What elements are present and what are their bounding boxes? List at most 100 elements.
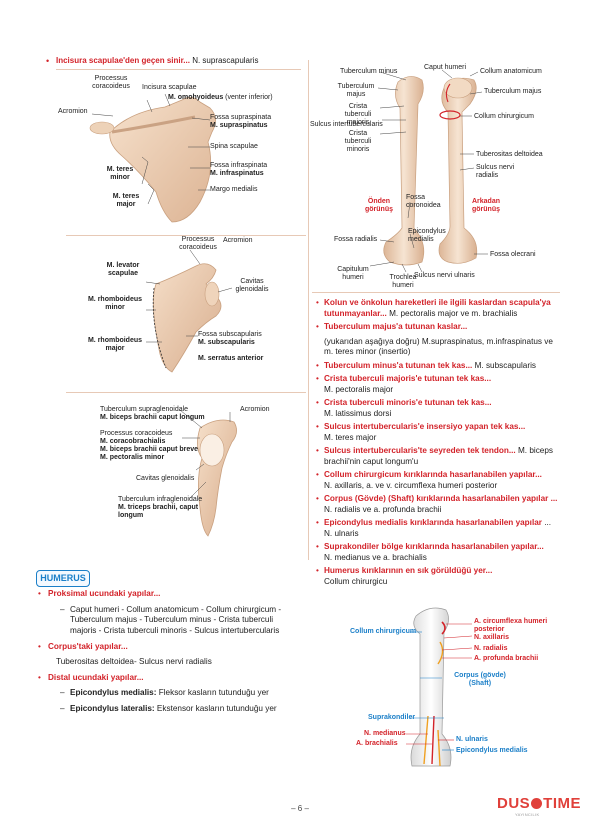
- bullet-dot-icon: •: [316, 298, 319, 307]
- scapula-lateral-figure: Tuberculum supraglenoidale M. biceps bra…: [90, 398, 290, 548]
- bullet-dot-icon: •: [316, 494, 319, 503]
- bullet-heading: Sulcus intertubercularis'te seyreden tek…: [324, 446, 516, 455]
- label-m-serratus-anterior: M. serratus anterior: [198, 355, 264, 362]
- logo-sub: YAYINCILIK: [515, 812, 540, 817]
- bullet-text: M. teres major: [324, 432, 377, 442]
- label-fossa-supraspinata: Fossa supraspinata: [210, 114, 272, 121]
- bullet-7: • Collum chirurgicum kırıklarında hasarl…: [316, 470, 560, 491]
- label-collum-chirurgicum-fx: Collum chirurgicum: [350, 628, 417, 635]
- label-tuberculum-supraglenoidale: Tuberculum supraglenoidale: [100, 406, 189, 413]
- label-spina-scapulae: Spina scapulae: [210, 143, 258, 150]
- bullet-8: • Corpus (Gövde) (Shaft) kırıklarında ha…: [316, 494, 560, 515]
- label-cavitas-glenoidalis-3: Cavitas glenoidalis: [136, 475, 195, 482]
- label-suprakondiler: Suprakondiler: [368, 714, 416, 721]
- logo-time: TIME: [543, 795, 582, 812]
- label-corpus: Corpus (gövde) (Shaft): [454, 672, 506, 687]
- bullet-heading: Suprakondiler bölge kırıklarında hasarla…: [324, 542, 544, 551]
- label-n-medianus: N. medianus: [364, 730, 406, 737]
- bullet-4: • Crista tuberculi minoris'e tutunan tek…: [316, 398, 560, 419]
- label-m-teres-minor: M. teres minor: [106, 166, 134, 181]
- label-n-axillaris: N. axillaris: [474, 634, 510, 641]
- bullet-text: N. suprascapularis: [189, 56, 259, 65]
- bullet-dot-icon: •: [316, 470, 319, 479]
- bullet-text: N. radialis ve a. profunda brachii: [324, 504, 442, 514]
- bullet-dot-icon: •: [316, 322, 319, 331]
- label-a-circumflexa: A. circumflexa humeri posterior: [474, 618, 548, 633]
- label-tuberculum-majus-right: Tuberculum majus: [484, 88, 542, 95]
- label-tuberculum-majus-left: Tuberculum majus: [337, 83, 375, 98]
- epicondylus-lateralis-item: – Epicondylus lateralis: Ekstensor kasla…: [60, 704, 277, 713]
- humerus-section-content: • Proksimal ucundaki yapılar... – Caput …: [38, 589, 300, 715]
- bullet-heading: Crista tuberculi minoris'e tutunan tek k…: [324, 398, 492, 407]
- bullet-text: N. axillaris, a. ve v. circumflexa humer…: [324, 480, 498, 490]
- bullet-2: • Tuberculum minus'a tutunan tek kas... …: [316, 361, 560, 372]
- label-onden-gorunus: Önden görünüş: [365, 198, 393, 213]
- label-acromion-3: Acromion: [240, 406, 270, 413]
- label-m-rhomboideus-major: M. rhomboideus major: [87, 337, 143, 352]
- distal-heading: • Distal ucundaki yapılar...: [38, 673, 144, 682]
- proksimal-items: – Caput humeri - Collum anatomicum - Col…: [60, 604, 282, 635]
- bullet-3: • Crista tuberculi majoris'e tutunan tek…: [316, 374, 560, 395]
- bullet-6: • Sulcus intertubercularis'te seyreden t…: [316, 446, 560, 467]
- bullet-5: • Sulcus intertubercularis'e insersiyo y…: [316, 422, 560, 443]
- bullet-dot-icon: •: [316, 446, 319, 455]
- label-acromion: Acromion: [58, 108, 88, 115]
- separator-1: [66, 235, 306, 236]
- scapula-anterior-figure: Processus coracoideus Acromion M. levato…: [66, 236, 306, 386]
- bullet-9: • Epicondylus medialis kırıklarında hasa…: [316, 518, 560, 539]
- bullet-heading: Corpus (Gövde) (Shaft) kırıklarında hasa…: [324, 494, 558, 503]
- label-a-profunda: A. profunda brachii: [474, 655, 539, 662]
- bullet-1: • Tuberculum majus'a tutunan kaslar... (…: [316, 322, 560, 358]
- bullet-heading: Humerus kırıklarının en sık görüldüğü ye…: [324, 566, 493, 575]
- dash-icon: –: [60, 704, 65, 713]
- label-m-teres-major: M. teres major: [112, 193, 140, 208]
- separator-right-1: [312, 292, 560, 293]
- label-capitulum-humeri: Capitulum humeri: [337, 266, 369, 281]
- corpus-heading: • Corpus'taki yapılar...: [38, 642, 128, 651]
- label-tuberositas-deltoidea: Tuberositas deltoidea: [476, 151, 543, 158]
- label-fossa-infraspinata: Fossa infraspinata: [210, 162, 268, 169]
- scapula-posterior-illustration: [89, 93, 216, 223]
- bullet-11: • Humerus kırıklarının en sık görüldüğü …: [316, 566, 560, 587]
- label-m-omohyoideus: M. omohyoideus (venter inferior): [168, 94, 273, 101]
- label-sulcus-intertubercularis: Sulcus intertubercularis: [310, 121, 383, 128]
- bullet-dot-icon: •: [46, 56, 50, 66]
- bullet-text: ... N. ulnaris: [324, 518, 552, 538]
- label-crista-minoris: Crista tuberculi minoris: [344, 130, 372, 153]
- bullet-heading: Incisura scapulae'den geçen sinir...: [56, 56, 190, 65]
- bullet-heading: Collum chirurgicum kırıklarında hasarlan…: [324, 470, 542, 479]
- label-m-supraspinatus: M. supraspinatus: [210, 122, 268, 129]
- bullet-text: (yukarıdan aşağıya doğru) M.supraspinatu…: [324, 336, 553, 357]
- label-fossa-coronoidea: Fossa coronoidea: [406, 194, 441, 209]
- label-n-ulnaris: N. ulnaris: [456, 736, 488, 743]
- label-m-biceps-caput-breve: M. biceps brachii caput breve: [100, 446, 199, 453]
- dash-icon: –: [60, 604, 65, 614]
- label-tuberculum-infraglenoidale: Tuberculum infraglenoidale: [118, 496, 203, 503]
- bullet-dot-icon: •: [316, 518, 319, 527]
- humerus-figure: Tuberculum minus Caput humeri Collum ana…: [310, 58, 562, 290]
- proksimal-heading: • Proksimal ucundaki yapılar...: [38, 589, 161, 598]
- label-sulcus-nervi-radialis: Sulcus nervi radialis: [476, 164, 515, 179]
- label-a-brachialis: A. brachialis: [356, 740, 398, 747]
- humerus-fracture-figure: Collum chirurgicum A. circumflexa humeri…: [350, 604, 560, 774]
- separator-2: [66, 392, 306, 393]
- label-incisura-scapulae: Incisura scapulae: [142, 84, 197, 91]
- label-acromion-2: Acromion: [223, 237, 253, 244]
- label-epicondylus-medialis: Epicondylus medialis: [408, 228, 446, 243]
- bullet-dot-icon: •: [316, 542, 319, 551]
- label-arkadan-gorunus: Arkadan görünüş: [471, 198, 500, 213]
- bullet-dot-icon: •: [316, 422, 319, 431]
- scapula-anterior-illustration: [145, 249, 233, 373]
- label-tuberculum-minus: Tuberculum minus: [340, 68, 398, 75]
- label-crista-majoris: Crista tuberculi majoris: [344, 103, 372, 126]
- bullet-text: M. latissimus dorsi: [324, 408, 392, 418]
- label-sulcus-nervi-ulnaris: Sulcus nervi ulnaris: [414, 272, 475, 279]
- label-m-levator-scapulae: M. levator scapulae: [106, 262, 140, 277]
- humerus-illustration: [369, 69, 488, 273]
- epicondylus-medialis-item: – Epicondylus medialis: Fleksor kasların…: [60, 687, 269, 697]
- label-m-rhomboideus-minor: M. rhomboideus minor: [87, 296, 143, 311]
- label-margo-medialis: Margo medialis: [210, 186, 258, 193]
- label-m-infraspinatus: M. infraspinatus: [210, 170, 264, 177]
- label-cavitas-glenoidalis: Cavitas glenoidalis: [235, 278, 269, 293]
- label-processus-coracoideus-2: Processus coracoideus: [179, 236, 217, 251]
